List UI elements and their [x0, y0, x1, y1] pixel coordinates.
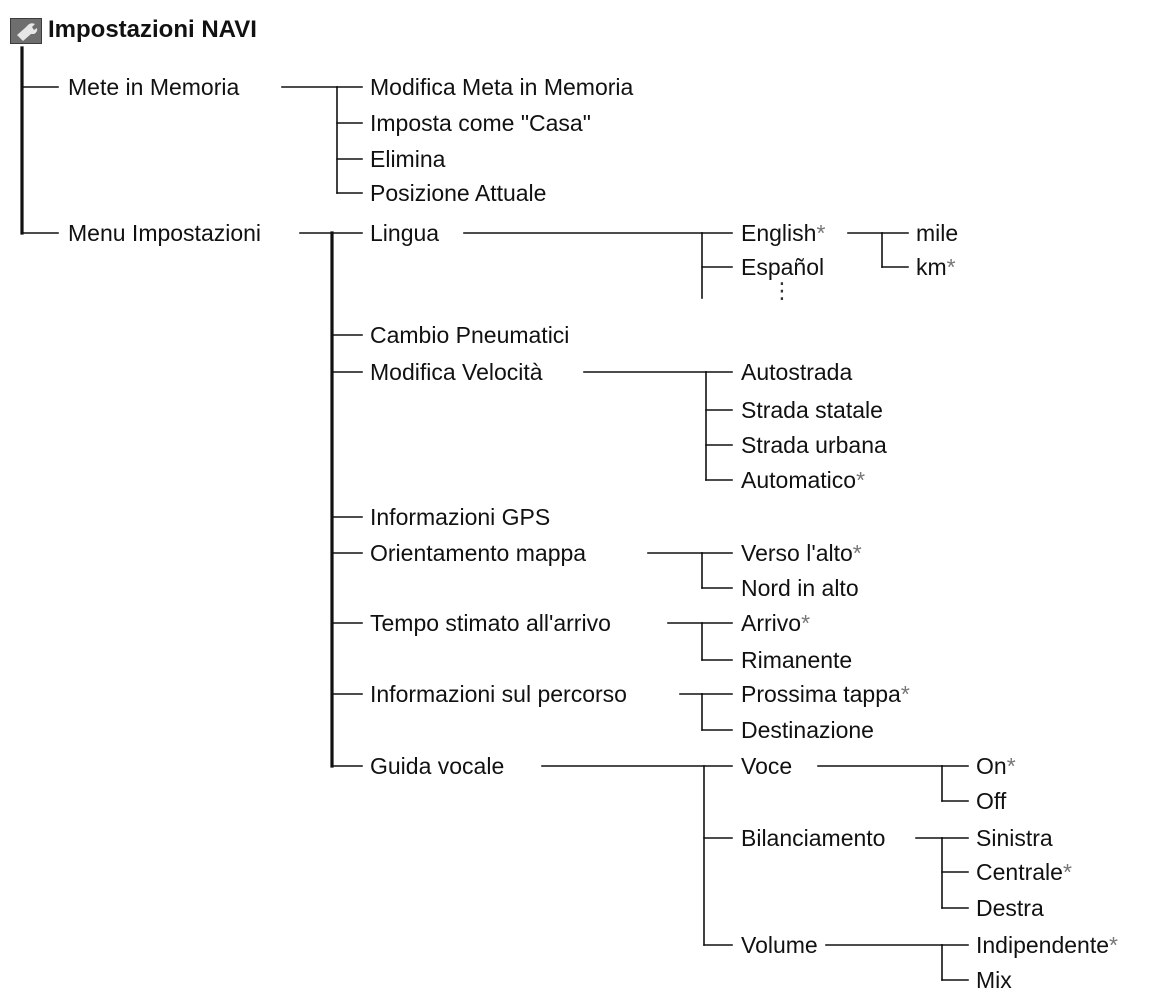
node-urbana: Strada urbana: [741, 430, 887, 460]
node-label: Centrale: [976, 859, 1063, 885]
node-label: Mete in Memoria: [68, 74, 240, 100]
page-title: Impostazioni NAVI: [48, 16, 257, 43]
node-label: Autostrada: [741, 359, 853, 385]
node-label: On: [976, 753, 1007, 779]
node-gps: Informazioni GPS: [370, 502, 550, 532]
node-label: Sinistra: [976, 825, 1053, 851]
default-marker: *: [900, 681, 910, 707]
node-mete: Mete in Memoria: [68, 72, 239, 102]
node-espanol: Español: [741, 252, 824, 282]
node-alto: Verso l'alto*: [741, 538, 862, 568]
node-label: Mix: [976, 967, 1012, 993]
default-marker: *: [856, 467, 866, 493]
node-indipendente: Indipendente*: [976, 930, 1118, 960]
node-label: Prossima tappa: [741, 681, 901, 707]
node-statale: Strada statale: [741, 395, 883, 425]
node-label: Strada statale: [741, 397, 883, 423]
node-label: Verso l'alto: [741, 540, 853, 566]
node-mete-posizione: Posizione Attuale: [370, 178, 546, 208]
more-languages-ellipsis: ⋮: [771, 278, 793, 303]
node-volume: Volume: [741, 930, 818, 960]
node-label: Arrivo: [741, 610, 802, 636]
node-english: English*: [741, 218, 825, 248]
node-label: Destinazione: [741, 717, 874, 743]
node-label: Destra: [976, 895, 1044, 921]
node-km: km*: [916, 252, 956, 282]
default-marker: *: [1062, 859, 1072, 885]
node-on: On*: [976, 751, 1016, 781]
node-guida: Guida vocale: [370, 751, 504, 781]
node-destinazione: Destinazione: [741, 715, 874, 745]
node-label: Tempo stimato all'arrivo: [370, 610, 611, 636]
node-label: mile: [916, 220, 959, 246]
node-mete-modifica: Modifica Meta in Memoria: [370, 72, 633, 102]
node-destra: Destra: [976, 893, 1044, 923]
node-label: Orientamento mappa: [370, 540, 587, 566]
node-label: Informazioni GPS: [370, 504, 551, 530]
node-lingua: Lingua: [370, 218, 439, 248]
node-label: Rimanente: [741, 647, 853, 673]
default-marker: *: [816, 220, 826, 246]
node-label: Elimina: [370, 146, 446, 172]
node-label: Informazioni sul percorso: [370, 681, 627, 707]
node-label: Modifica Velocità: [370, 359, 543, 385]
node-tappa: Prossima tappa*: [741, 679, 910, 709]
default-marker: *: [1006, 753, 1016, 779]
node-sinistra: Sinistra: [976, 823, 1053, 853]
node-label: Español: [741, 254, 825, 280]
node-automatico: Automatico*: [741, 465, 865, 495]
node-label: Voce: [741, 753, 793, 779]
node-orientamento: Orientamento mappa: [370, 538, 586, 568]
node-percorso: Informazioni sul percorso: [370, 679, 627, 709]
node-mile: mile: [916, 218, 958, 248]
node-velocita: Modifica Velocità: [370, 357, 543, 387]
default-marker: *: [1109, 932, 1118, 958]
node-rimanente: Rimanente: [741, 645, 852, 675]
node-label: Off: [976, 788, 1007, 814]
node-label: Automatico: [741, 467, 857, 493]
node-label: Strada urbana: [741, 432, 887, 458]
node-label: Lingua: [370, 220, 440, 246]
node-nord: Nord in alto: [741, 573, 859, 603]
node-tempo: Tempo stimato all'arrivo: [370, 608, 611, 638]
node-label: Nord in alto: [741, 575, 859, 601]
node-label: English: [741, 220, 817, 246]
node-arrivo: Arrivo*: [741, 608, 810, 638]
node-autostrada: Autostrada: [741, 357, 852, 387]
node-label: km: [916, 254, 947, 280]
node-voce: Voce: [741, 751, 792, 781]
default-marker: *: [852, 540, 862, 566]
node-label: Imposta come "Casa": [370, 110, 591, 136]
default-marker: *: [946, 254, 956, 280]
node-label: Volume: [741, 932, 818, 958]
node-pneumatici: Cambio Pneumatici: [370, 320, 569, 350]
node-label: Cambio Pneumatici: [370, 322, 570, 348]
node-label: Indipendente: [976, 932, 1110, 958]
node-menu: Menu Impostazioni: [68, 218, 261, 248]
node-mete-elimina: Elimina: [370, 144, 445, 174]
node-label: Modifica Meta in Memoria: [370, 74, 634, 100]
node-label: Guida vocale: [370, 753, 505, 779]
node-off: Off: [976, 786, 1006, 816]
node-label: Menu Impostazioni: [68, 220, 262, 246]
node-label: Bilanciamento: [741, 825, 886, 851]
node-bilanciamento: Bilanciamento: [741, 823, 885, 853]
node-centrale: Centrale*: [976, 857, 1072, 887]
node-label: Posizione Attuale: [370, 180, 547, 206]
node-mix: Mix: [976, 965, 1012, 995]
node-mete-casa: Imposta come "Casa": [370, 108, 591, 138]
default-marker: *: [801, 610, 811, 636]
settings-wrench-icon: [10, 18, 42, 44]
